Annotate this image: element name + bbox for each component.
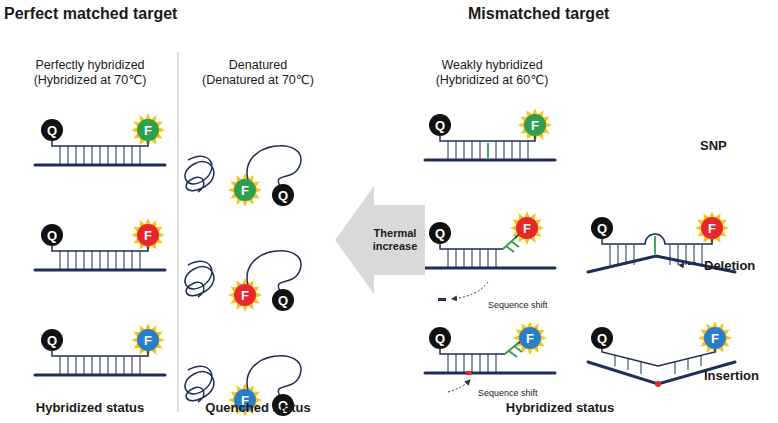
fluorophore-circle: F xyxy=(516,217,538,239)
fluorophore-circle: F xyxy=(234,179,256,201)
fluorophore-circle: F xyxy=(137,224,159,246)
quencher-circle: Q xyxy=(272,289,294,311)
symbol-letter: F xyxy=(144,228,152,243)
fluorescence-burst xyxy=(228,278,262,312)
symbol-letter: F xyxy=(144,333,152,348)
symbol-letter: Q xyxy=(597,221,607,236)
state-heading: Weakly hybridized (Hybridized at 60℃) xyxy=(430,58,555,88)
fluorophore-circle: F xyxy=(519,327,541,349)
fluorophore-circle: F xyxy=(701,217,723,239)
symbol-letter: Q xyxy=(278,293,288,308)
fluorophore-circle: F xyxy=(234,284,256,306)
fluorescence-burst xyxy=(510,211,544,245)
quencher-circle: Q xyxy=(41,329,63,351)
symbol-letter: Q xyxy=(435,331,445,346)
block-arrow: Thermal increase xyxy=(334,185,426,295)
status-label: Quenched status xyxy=(205,400,310,416)
quencher-circle: Q xyxy=(429,114,451,136)
section-title: Perfect matched target xyxy=(4,4,177,23)
quencher-circle: Q xyxy=(41,224,63,246)
mutation-label: Deletion xyxy=(704,258,755,274)
symbol-letter: Q xyxy=(597,331,607,346)
shift-note: Sequence shift xyxy=(488,300,548,311)
shift-note: Sequence shift xyxy=(478,388,538,399)
quencher-circle: Q xyxy=(429,327,451,349)
fluorophore-circle: F xyxy=(704,327,726,349)
status-label: Hybridized status xyxy=(36,400,144,416)
symbol-letter: Q xyxy=(47,333,57,348)
status-label: Hybridized status xyxy=(506,400,614,416)
quencher-circle: Q xyxy=(591,217,613,239)
symbol-letter: Q xyxy=(435,226,445,241)
symbol-letter: Q xyxy=(47,228,57,243)
state-heading: Denatured (Denatured at 70℃) xyxy=(201,58,316,88)
quencher-circle: Q xyxy=(272,184,294,206)
fluorophore-circle: F xyxy=(137,119,159,141)
quencher-circle: Q xyxy=(591,327,613,349)
symbol-letter: F xyxy=(711,331,719,346)
mutation-label: Insertion xyxy=(704,368,759,384)
arrow-label: Thermal increase xyxy=(367,227,423,253)
symbol-letter: F xyxy=(241,288,249,303)
quencher-circle: Q xyxy=(41,119,63,141)
fluorophore-circle: F xyxy=(137,329,159,351)
symbol-letter: F xyxy=(708,221,716,236)
symbol-letter: F xyxy=(241,183,249,198)
symbol-letter: Q xyxy=(435,118,445,133)
fluorescence-burst xyxy=(228,173,262,207)
symbol-letter: Q xyxy=(278,188,288,203)
mutation-label: SNP xyxy=(700,138,727,154)
symbol-letter: Q xyxy=(47,123,57,138)
symbol-letter: F xyxy=(531,118,539,133)
quencher-circle: Q xyxy=(429,222,451,244)
symbol-letter: F xyxy=(526,331,534,346)
symbol-letter: F xyxy=(523,221,531,236)
state-heading: Perfectly hybridized (Hybridized at 70℃) xyxy=(28,58,153,88)
fluorophore-circle: F xyxy=(524,114,546,136)
symbol-letter: F xyxy=(144,123,152,138)
section-title: Mismatched target xyxy=(468,4,609,23)
